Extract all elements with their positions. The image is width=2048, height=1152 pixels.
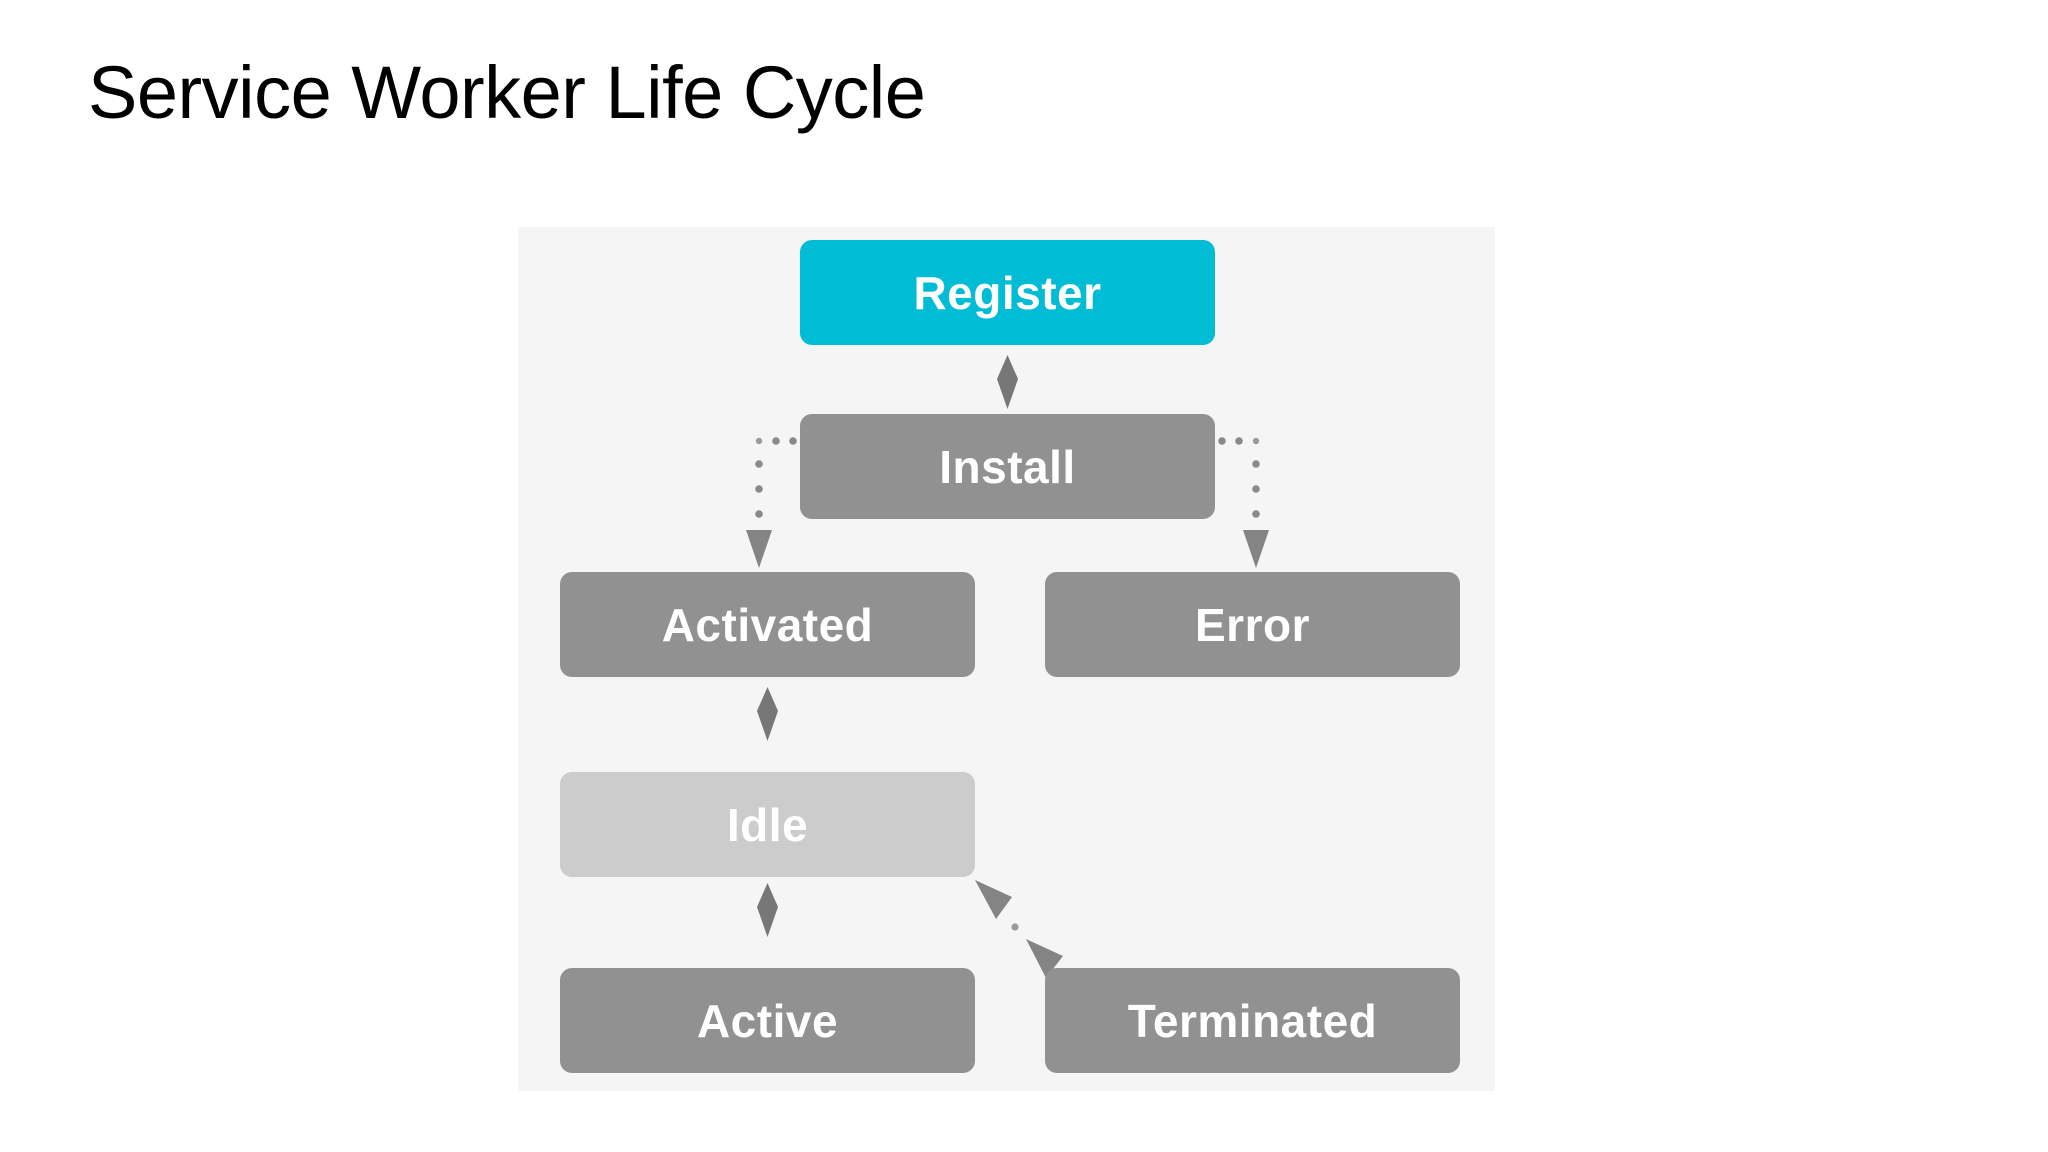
- node-error[interactable]: Error: [1045, 572, 1460, 677]
- service-worker-life-cycle-diagram: Register Install Activated Error Idle Ac…: [518, 227, 1495, 1091]
- connector-install-to-activated: [746, 437, 797, 568]
- node-idle[interactable]: Idle: [560, 772, 975, 877]
- node-activated[interactable]: Activated: [560, 572, 975, 677]
- node-active-label: Active: [696, 994, 839, 1047]
- node-register[interactable]: Register: [800, 240, 1215, 345]
- connector-idle-to-active-diamond: [757, 883, 778, 937]
- connector-idle-to-terminated: [975, 880, 1063, 978]
- node-register-label: Register: [913, 266, 1102, 319]
- connector-install-to-error: [1218, 437, 1269, 568]
- node-activated-label: Activated: [661, 598, 874, 651]
- node-error-label: Error: [1195, 598, 1310, 651]
- node-idle-label: Idle: [726, 798, 809, 851]
- node-terminated-label: Terminated: [1127, 994, 1378, 1047]
- connector-register-to-install-diamond: [997, 355, 1018, 409]
- page-title: Service Worker Life Cycle: [88, 51, 926, 134]
- node-install[interactable]: Install: [800, 414, 1215, 519]
- node-install-label: Install: [939, 440, 1076, 493]
- connector-activated-to-idle-diamond: [757, 687, 778, 741]
- node-active[interactable]: Active: [560, 968, 975, 1073]
- node-terminated[interactable]: Terminated: [1045, 968, 1460, 1073]
